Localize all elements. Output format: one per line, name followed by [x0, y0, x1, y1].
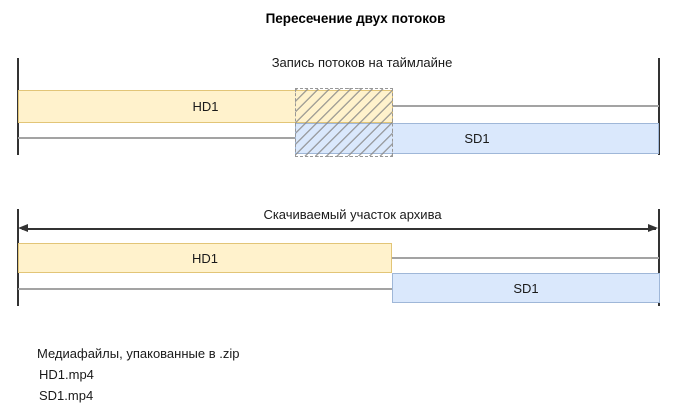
sd1-download-label: SD1 — [513, 280, 539, 296]
files-heading: Медиафайлы, упакованные в .zip — [37, 346, 240, 361]
recording-end-axis — [658, 58, 660, 155]
arrowhead-left-icon — [18, 224, 28, 232]
file-item: HD1.mp4 — [39, 367, 94, 382]
download-caption: Скачиваемый участок архива — [263, 207, 442, 222]
download-end-axis — [658, 209, 660, 306]
hd1-download-empty-line — [392, 257, 659, 259]
arrow-shaft — [22, 228, 656, 230]
hd1-download-bar: HD1 — [18, 243, 392, 273]
hd1-download-label: HD1 — [191, 250, 218, 266]
page-title: Пересечение двух потоков — [265, 11, 446, 26]
sd1-recording-label: SD1 — [464, 131, 490, 146]
sd1-empty-line — [18, 137, 295, 139]
overlap-hatch-region — [295, 88, 393, 157]
hd1-recording-label: HD1 — [192, 99, 219, 114]
recording-caption: Запись потоков на таймлайне — [271, 55, 453, 70]
arrowhead-right-icon — [648, 224, 658, 232]
sd1-download-bar: SD1 — [392, 273, 660, 303]
file-item: SD1.mp4 — [39, 388, 94, 403]
hd1-empty-line — [393, 105, 659, 107]
sd1-download-empty-line — [18, 288, 392, 290]
